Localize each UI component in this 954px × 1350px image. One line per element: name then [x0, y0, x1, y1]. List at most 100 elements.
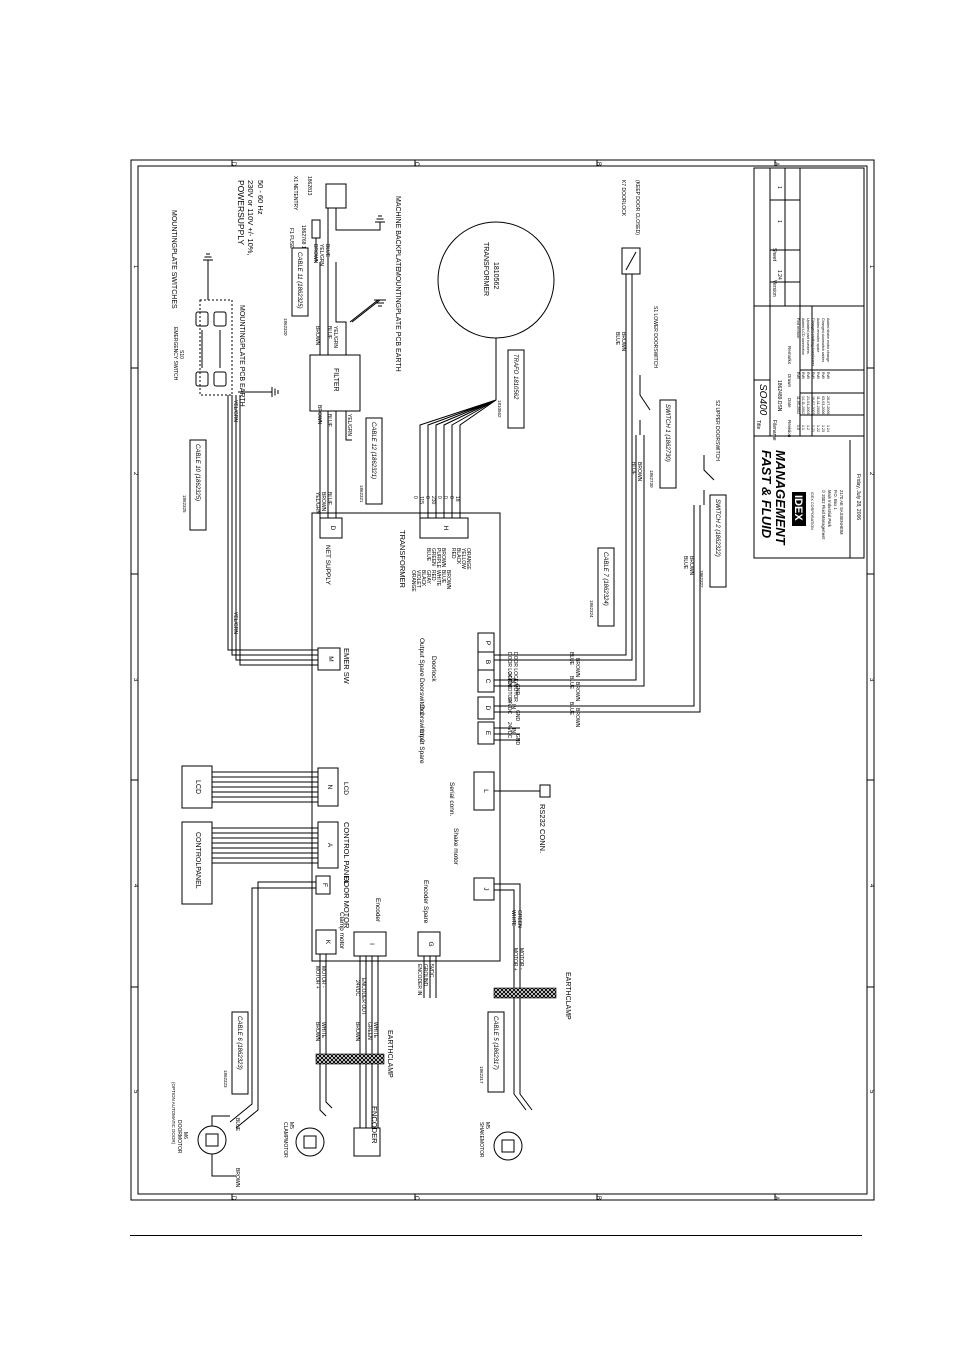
wires-shake-motor: [494, 883, 521, 996]
lbl-c7-blue: BLUE: [614, 332, 620, 346]
emergency-switch-id: S10: [178, 350, 184, 359]
connector-m-letter: M: [327, 656, 334, 661]
lcd-label: LCD: [194, 780, 201, 794]
address-0: © 2002 Fluid Management: [821, 490, 826, 540]
lbl-ds2-gnd: GND: [514, 710, 520, 722]
trafo-tap-1: 115: [418, 496, 424, 504]
cable-6-part: 1862323: [223, 1070, 228, 1088]
trafo-wire-right-6: YELLOW: [460, 548, 466, 569]
emergency-switch-label: EMERGENCY SWITCH: [172, 327, 178, 381]
filename-label: Filename: [771, 420, 777, 441]
lbl-brown-fuse: BROWN: [312, 244, 318, 264]
fuse-label: F1 FUSE: [288, 228, 294, 249]
lbl-brown-filter: BROWN: [316, 405, 322, 425]
version-value: 1.24: [776, 270, 782, 280]
address-3: 2170 AE SASSENHEIM: [839, 490, 844, 535]
trafo-tap-2: 0: [424, 496, 430, 499]
earthclamp-2: [493, 987, 557, 999]
lbl-ds2-blue: BLUE: [568, 702, 574, 716]
trafo-wire-right-1: GREEN: [430, 548, 436, 566]
wires-doorswitch-1: [494, 435, 645, 687]
emergency-switch: EMERGENCY SWITCH S10 MOUNTINGPLATE SWITC…: [170, 210, 245, 407]
rs232-connector: [539, 784, 551, 798]
connector-m-emer-sw: [317, 647, 341, 671]
lbl-blue-fuse: BLUE: [324, 244, 330, 258]
clamp-motor-plus: MOTOR +: [314, 966, 320, 989]
trafo-wire-left-4: RED: [430, 570, 436, 581]
wires-emergency-to-board: [227, 395, 318, 666]
grid-number-right-5: 5: [868, 1090, 874, 1094]
lbl-is-gnd: GND: [514, 734, 520, 746]
connector-g-letter: G: [427, 941, 434, 946]
switch-2-name: SWITCH 2 (1862322): [714, 499, 720, 557]
grid-number-left-4: 4: [132, 884, 138, 888]
sheet-of-value: 1: [776, 186, 782, 189]
doorlock-note: (KEEP DOOR CLOSED): [634, 180, 640, 235]
connector-c-letter: C: [484, 679, 491, 684]
connector-e-letter: E: [484, 731, 491, 736]
address-2: P.O. Box 1: [833, 490, 838, 510]
switch-1-part: 1862730: [649, 470, 654, 488]
netentry-part: 1862813: [306, 176, 312, 196]
control-panel-label: CONTROLPANEL: [194, 832, 201, 889]
connector-h-label: TRANSFORMER: [398, 530, 407, 589]
lbl-c7-brown: BROWN: [620, 332, 626, 352]
wires-into-filter: [319, 262, 381, 355]
encoder: [353, 1127, 381, 1157]
grid-number-right-1: 1: [868, 265, 874, 269]
lbl-doorlock-motor-2: DOOR LOCK/MOTOR: [512, 652, 518, 702]
clamp-motor-minus: MOTOR -: [320, 966, 326, 988]
idex-logo: IDEX: [792, 495, 804, 521]
grid-letter-bottom-1: D: [230, 1196, 236, 1201]
connector-p-letter: P: [484, 641, 491, 645]
connector-n-label: LCD: [342, 782, 349, 795]
cable-12-name: CABLE 12 (1862321): [370, 422, 376, 479]
trafo-tap-6: 0: [448, 496, 454, 499]
wires-control-panel: [212, 827, 318, 864]
encoder-label: ENCODER: [370, 1106, 379, 1144]
earth-pcb: [238, 387, 279, 397]
trafo-wire-right-3: BROWN: [440, 548, 446, 568]
trafo-wire-left-0: ORANGE: [410, 570, 416, 592]
rev-0-date: 11-05-2002: [796, 396, 800, 414]
idex-logo-bg: [792, 492, 806, 526]
lbl-ds2-brown: BROWN: [574, 708, 580, 728]
trafo-cable-part: 1810562: [497, 400, 502, 418]
doorlock-label: K7 DOORLOCK: [620, 180, 626, 217]
rev-5-rev: 1.23: [821, 425, 825, 432]
clamp-white: WHITE: [320, 1022, 326, 1039]
rev-3-rev: 1.21: [811, 425, 815, 432]
revision-header-date: Date: [787, 398, 792, 408]
filename-value: 1862489.DSN: [776, 380, 782, 412]
rev-0-remark: First revision: [796, 318, 800, 338]
connector-n-letter: N: [326, 785, 333, 790]
connector-b-letter: B: [484, 660, 491, 664]
rev-2-date: 21-01-2003: [806, 396, 810, 414]
enc-white: WHITE: [372, 1022, 378, 1039]
grid-letter-bottom-4: A: [773, 1196, 779, 1200]
rev-4-remark: Added encoder spare: [816, 318, 820, 352]
clamp-brown: BROWN: [314, 1022, 320, 1042]
fuse-part: 1862768 10AT: [300, 225, 306, 257]
drawing-inner-frame: [137, 165, 868, 1195]
connector-j-shake-motor: [473, 877, 495, 901]
grid-number-right-2: 2: [868, 472, 874, 476]
title-value: SO400: [757, 384, 768, 416]
shake-green: GREEN: [516, 910, 522, 928]
earthclamp-1: [315, 1053, 385, 1065]
lbl-ds2-24vdc: 24VDC: [506, 698, 512, 715]
cable-11-box: [291, 247, 309, 317]
rev-6-drawn: RvB: [826, 372, 830, 379]
rev-4-date: 11-11-2003: [816, 396, 820, 414]
connector-d2-label: Doorswitch 2: [418, 705, 425, 743]
wires-encoder: [359, 956, 379, 1128]
idex-sub: IDEX CORPORATION: [810, 492, 814, 530]
trafo-tap-3: 230: [430, 496, 436, 505]
earthclamp-2-label: EARTHCLAMP: [564, 972, 571, 1020]
grid-number-left-2: 2: [132, 472, 138, 476]
address-1: Main Industrial Park: [827, 490, 832, 528]
connector-j-label: Shake motor: [452, 828, 459, 866]
connector-d-net-supply: [319, 517, 343, 539]
